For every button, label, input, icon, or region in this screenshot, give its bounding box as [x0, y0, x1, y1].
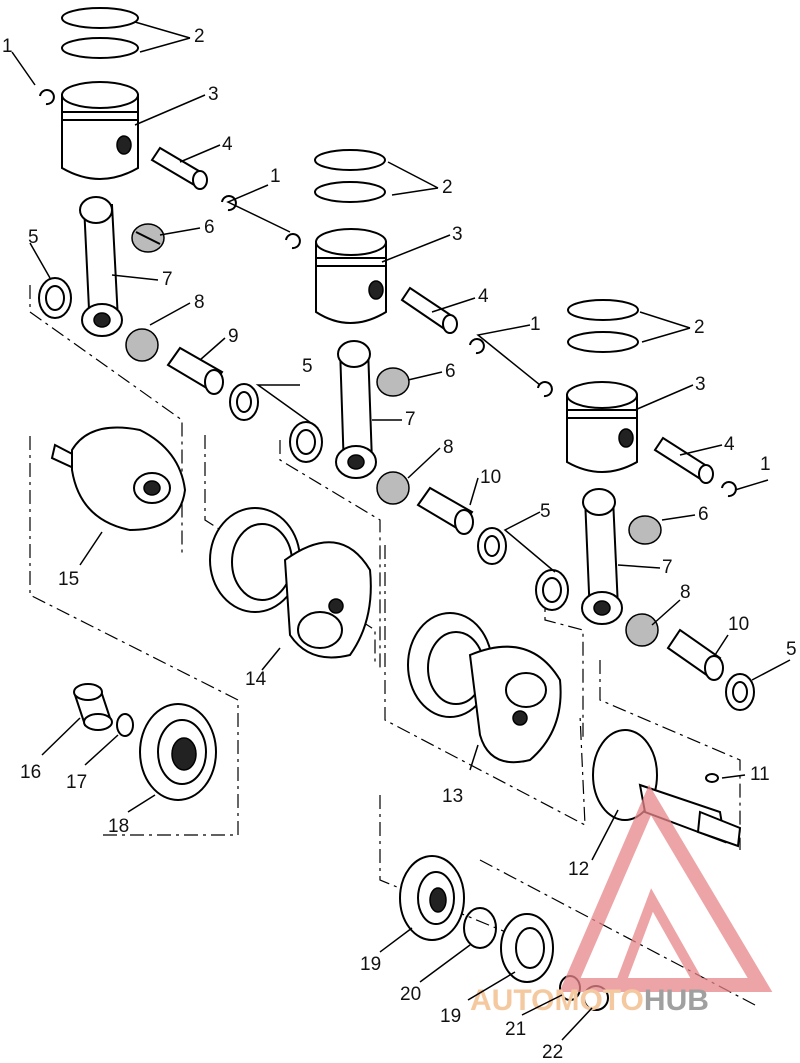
- callout-2-b: 2: [442, 177, 453, 198]
- callout-10-b: 10: [728, 614, 749, 635]
- callout-7-b: 7: [405, 409, 416, 430]
- callout-7-c: 7: [662, 557, 673, 578]
- callout-2-a: 2: [194, 26, 205, 47]
- piston-rings-right: [567, 299, 639, 353]
- callout-21: 21: [505, 1019, 526, 1040]
- callout-4-b: 4: [478, 286, 489, 307]
- callout-10-a: 10: [480, 467, 501, 488]
- callout-3-a: 3: [208, 84, 219, 105]
- callout-19-b: 19: [440, 1006, 461, 1027]
- piston-left: [61, 81, 139, 180]
- needle-bearing-16: [73, 683, 113, 731]
- callout-3-c: 3: [695, 374, 706, 395]
- piston-pin-middle: [400, 286, 458, 334]
- callout-16: 16: [20, 762, 41, 783]
- watermark-part2: MOTO: [554, 984, 643, 1017]
- callout-15: 15: [58, 569, 79, 590]
- connecting-rod-right: [581, 488, 623, 625]
- callout-6-c: 6: [698, 504, 709, 525]
- crank-pin-middle: [416, 486, 474, 535]
- circlip-middle-b: [469, 338, 485, 355]
- piston-pin-right: [653, 436, 714, 484]
- callout-7-a: 7: [162, 269, 173, 290]
- snap-ring-17: [116, 713, 134, 737]
- callout-12: 12: [568, 859, 589, 880]
- callout-labels: 1 2 3 4 5 6 7 8 9 1 2 3 4 5 6 7 8 10 1 2…: [2, 26, 797, 1063]
- leader-lines: [11, 21, 791, 1041]
- piston-rings-middle: [314, 149, 386, 203]
- callout-4-a: 4: [222, 134, 233, 155]
- big-end-bearing-right: [625, 613, 659, 647]
- callout-4-c: 4: [724, 434, 735, 455]
- crankshaft-end-section: [50, 426, 187, 532]
- crankshaft-section-13: [407, 612, 562, 764]
- small-end-bearing-right: [628, 515, 662, 545]
- watermark-logo: [559, 784, 773, 992]
- callout-18: 18: [108, 816, 129, 837]
- watermark-part3: HUB: [644, 984, 709, 1017]
- piston-assembly-right: [535, 299, 755, 711]
- callout-6-a: 6: [204, 217, 215, 238]
- connecting-rod-left: [79, 196, 123, 337]
- callout-2-c: 2: [694, 317, 705, 338]
- thrust-washer-left-b: [229, 383, 259, 421]
- callout-8-c: 8: [680, 582, 691, 603]
- small-end-bearing-middle: [376, 367, 410, 397]
- callout-20: 20: [400, 984, 421, 1005]
- crank-pin-left: [166, 346, 224, 395]
- callout-1-b: 1: [270, 166, 281, 187]
- big-end-bearing-middle: [376, 471, 410, 505]
- connecting-rod-middle: [335, 340, 377, 479]
- big-end-bearing-left: [125, 328, 159, 362]
- callout-22: 22: [542, 1042, 563, 1063]
- small-end-bearing-left: [131, 223, 165, 253]
- callout-11: 11: [750, 764, 770, 785]
- piston-pin-left: [150, 146, 208, 190]
- watermark-part1: AUTO: [470, 984, 554, 1017]
- seal-ring-20: [463, 907, 497, 949]
- thrust-washer-right-b: [725, 673, 755, 711]
- watermark-text: AUTOMOTOHUB: [470, 984, 709, 1017]
- thrust-washer-right: [535, 569, 569, 611]
- piston-assembly-middle: [285, 149, 507, 565]
- circlip-left-a: [39, 89, 55, 106]
- callout-8-b: 8: [443, 437, 454, 458]
- callout-13: 13: [442, 786, 463, 807]
- crank-pin-right: [666, 628, 724, 681]
- callout-8-a: 8: [194, 292, 205, 313]
- callout-6-b: 6: [445, 361, 456, 382]
- crankshaft-output-section: [592, 729, 742, 848]
- piston-middle: [315, 228, 387, 324]
- ball-bearing-18: [139, 703, 217, 801]
- crankshaft-section-14: [209, 507, 372, 659]
- circlip-right-b: [721, 481, 737, 498]
- callout-19-a: 19: [360, 954, 381, 975]
- piston-right: [566, 381, 638, 473]
- ball-bearing-19-upper: [399, 855, 465, 941]
- callout-17: 17: [66, 772, 87, 793]
- callout-5-c: 5: [540, 501, 551, 522]
- callout-1-d: 1: [760, 454, 771, 475]
- callout-14: 14: [245, 669, 267, 690]
- callout-9: 9: [228, 326, 239, 347]
- callout-5-d: 5: [786, 639, 797, 660]
- callout-5-b: 5: [302, 356, 313, 377]
- callout-1-a: 1: [2, 36, 13, 57]
- ball-bearing-19-lower: [500, 913, 554, 983]
- callout-5-a: 5: [28, 227, 39, 248]
- piston-assembly-left: [38, 7, 259, 421]
- piston-rings-left: [61, 7, 139, 59]
- circlip-middle-a: [285, 233, 301, 250]
- thrust-washer-middle: [289, 421, 323, 463]
- thrust-washer-left: [38, 277, 72, 319]
- callout-3-b: 3: [452, 224, 463, 245]
- thrust-washer-middle-b: [477, 527, 507, 565]
- callout-1-c: 1: [530, 314, 541, 335]
